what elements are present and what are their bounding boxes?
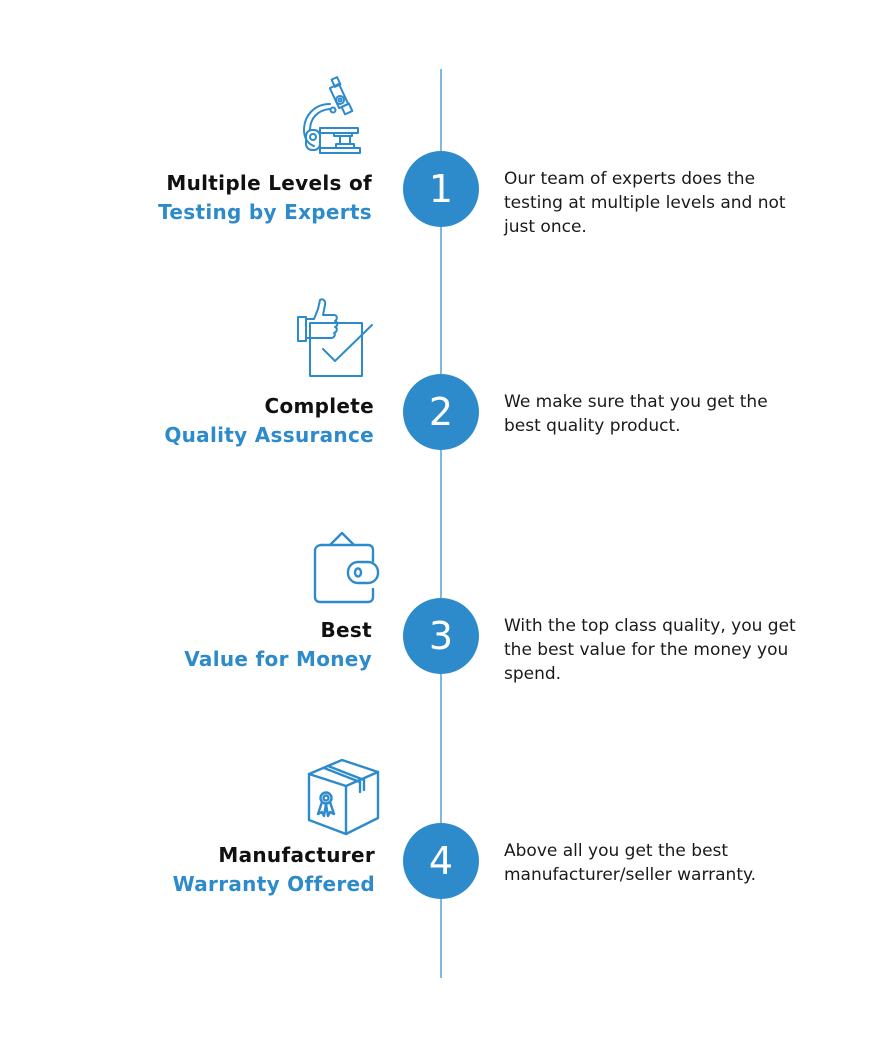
step-heading: Best Value for Money (184, 616, 372, 674)
step-heading: Complete Quality Assurance (164, 392, 374, 450)
heading-line2: Quality Assurance (164, 423, 374, 447)
step-description: With the top class quality, you get the … (504, 616, 796, 684)
heading-line1: Best (320, 618, 372, 642)
step-description: Above all you get the best manufacturer/… (504, 841, 757, 885)
step-description: We make sure that you get the best quali… (504, 392, 768, 436)
step-number-badge: 3 (403, 598, 479, 674)
heading-line2: Value for Money (184, 647, 372, 671)
step-heading: Multiple Levels of Testing by Experts (158, 169, 372, 227)
heading-line2: Testing by Experts (158, 200, 372, 224)
step-number-badge: 4 (403, 823, 479, 899)
heading-line1: Manufacturer (218, 843, 375, 867)
step-number-badge: 2 (403, 374, 479, 450)
heading-line1: Complete (264, 394, 374, 418)
step-number-badge: 1 (403, 151, 479, 227)
wallet-icon (312, 531, 382, 607)
step-description: Our team of experts does the testing at … (504, 169, 786, 237)
warranty-box-icon (306, 756, 382, 838)
heading-line1: Multiple Levels of (166, 171, 372, 195)
microscope-icon (300, 74, 364, 158)
heading-line2: Warranty Offered (172, 872, 375, 896)
thumbs-up-checkbox-icon (296, 297, 374, 381)
timeline-line (440, 69, 442, 978)
step-heading: Manufacturer Warranty Offered (173, 841, 375, 899)
